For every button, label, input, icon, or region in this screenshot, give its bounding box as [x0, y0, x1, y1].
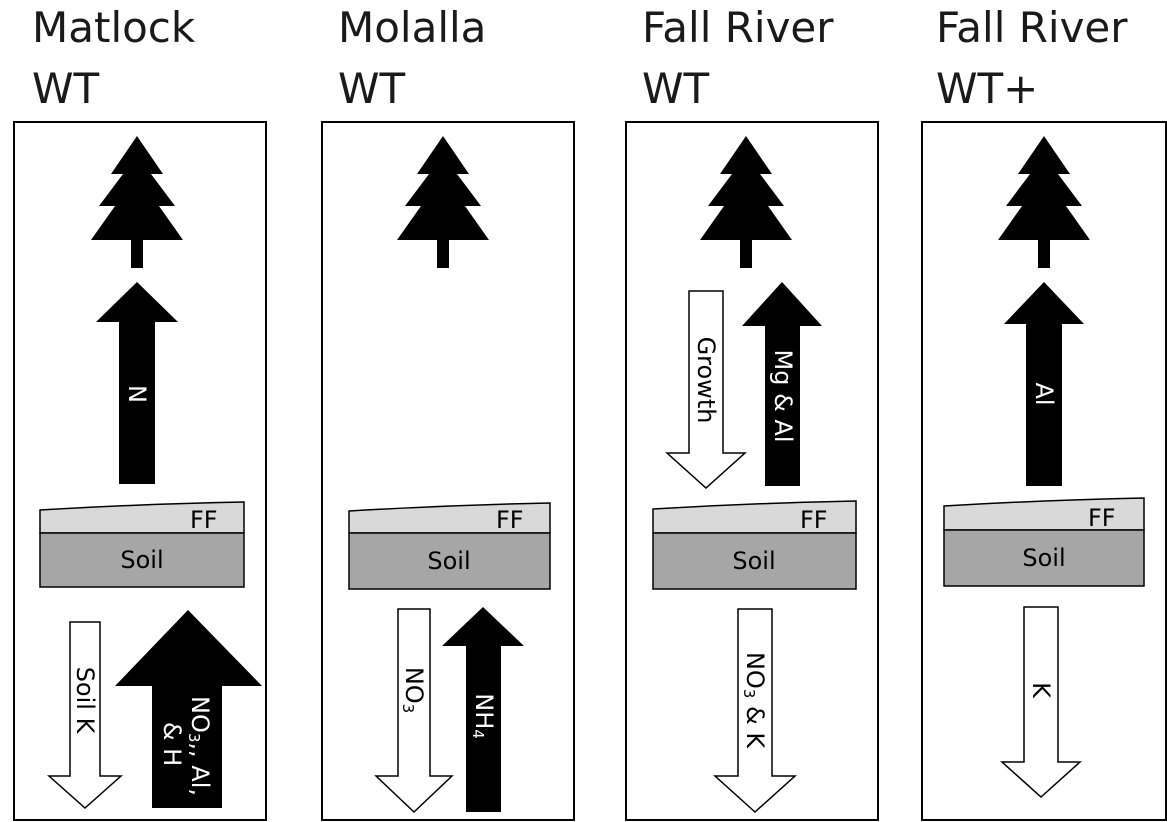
- forest-floor-layer: [943, 497, 1145, 531]
- panel-title-site: Molalla: [338, 3, 486, 52]
- mg-al-uptake-arrow: [742, 282, 822, 486]
- nitrate-leaching-arrow: [374, 608, 454, 814]
- arrow-label-line2: & H: [158, 722, 186, 766]
- arrow-label: Al: [1030, 382, 1058, 405]
- soil-layer: [39, 532, 245, 588]
- soil-k-loss-arrow: [47, 621, 123, 810]
- soil-label: Soil: [1022, 544, 1065, 572]
- arrow-label: NO3 & K: [740, 652, 769, 749]
- arrow-label: NO3: [399, 667, 428, 713]
- panel-fall-river-wt-plus: Fall River WT+ Al FF Soil K: [921, 3, 1167, 821]
- soil-label: Soil: [427, 547, 470, 575]
- forest-floor-layer: [652, 500, 857, 534]
- soil-layer: [943, 529, 1145, 587]
- arrow-label-line1: NO3,, Al,: [185, 696, 214, 796]
- forest-floor-label: FF: [496, 506, 524, 534]
- growth-decline-arrow: [665, 290, 747, 490]
- forest-floor-label: FF: [190, 506, 218, 534]
- arrow-label: Growth: [692, 337, 720, 424]
- panel-title-treatment: WT: [32, 64, 100, 113]
- panel-molalla: Molalla WT FF Soil NO3 NH4: [321, 3, 575, 821]
- nitrogen-uptake-arrow: [96, 282, 178, 484]
- arrow-label: K: [1027, 682, 1055, 699]
- nitrate-potassium-leaching-arrow: [713, 608, 797, 814]
- panel-title-treatment: WT+: [936, 64, 1038, 113]
- arrow-label: N: [123, 385, 151, 403]
- arrow-label: NH4: [469, 693, 498, 739]
- panel-fall-river-wt: Fall River WT Growth Mg & Al FF Soil NO3…: [625, 3, 879, 821]
- panel-title-site: Fall River: [642, 3, 834, 52]
- arrow-label: Mg & Al: [769, 350, 797, 443]
- forest-floor-label: FF: [1088, 504, 1116, 532]
- panel-title-treatment: WT: [642, 64, 710, 113]
- arrow-label: Soil K: [71, 667, 99, 735]
- panel-title-site: Matlock: [32, 3, 196, 52]
- forest-floor-label: FF: [800, 506, 828, 534]
- panel-matlock: Matlock WT N FF Soil Soil K NO3,, Al, & …: [13, 3, 267, 821]
- leaching-flux-arrow: [115, 610, 262, 808]
- soil-label: Soil: [120, 546, 163, 574]
- potassium-leaching-arrow: [1000, 606, 1082, 799]
- forest-floor-layer: [39, 501, 245, 534]
- soil-layer: [348, 532, 551, 590]
- panel-title-treatment: WT: [338, 64, 406, 113]
- soil-label: Soil: [732, 547, 775, 575]
- ammonium-flux-arrow: [442, 607, 524, 812]
- panel-title-site: Fall River: [936, 3, 1128, 52]
- soil-layer: [652, 532, 857, 590]
- forest-floor-layer: [348, 502, 551, 534]
- aluminum-uptake-arrow: [1004, 282, 1084, 486]
